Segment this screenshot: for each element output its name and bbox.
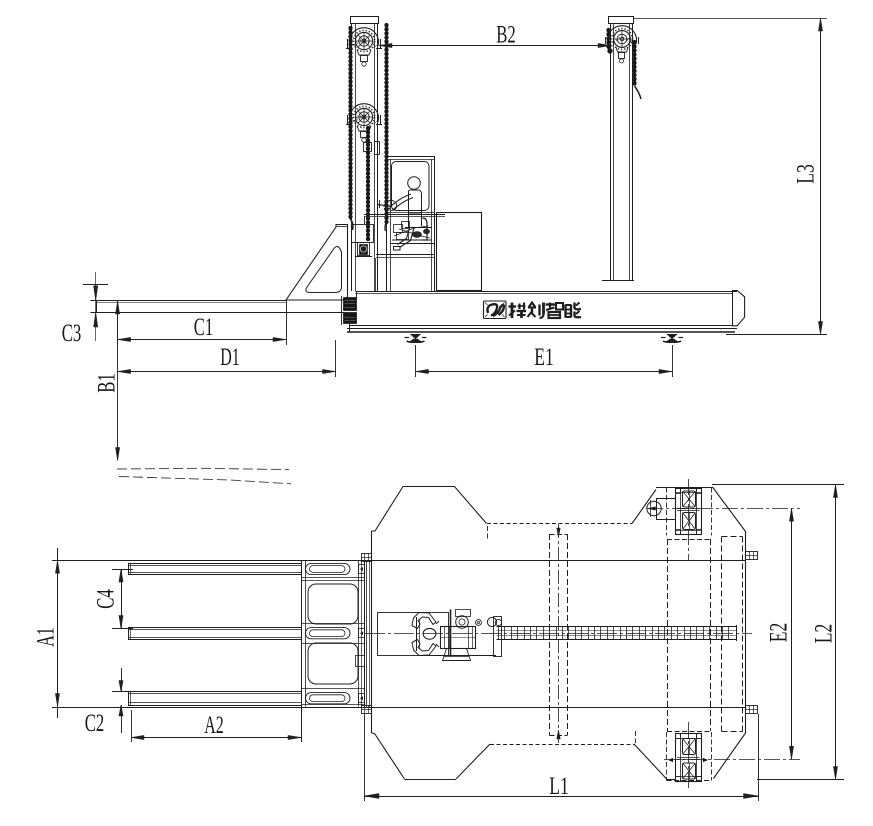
svg-text:C4: C4: [93, 589, 120, 609]
svg-text:D1: D1: [220, 344, 240, 371]
svg-text:C1: C1: [194, 314, 214, 341]
svg-text:A2: A2: [204, 712, 224, 739]
svg-text:C2: C2: [85, 710, 105, 737]
svg-text:L1: L1: [549, 773, 569, 800]
svg-text:E2: E2: [766, 623, 793, 643]
svg-text:B1: B1: [94, 373, 121, 393]
svg-text:A1: A1: [33, 627, 60, 647]
svg-text:B2: B2: [496, 22, 516, 49]
svg-text:C3: C3: [62, 320, 82, 347]
svg-text:L3: L3: [793, 164, 820, 184]
svg-text:E1: E1: [534, 344, 554, 371]
svg-text:L2: L2: [811, 624, 838, 644]
